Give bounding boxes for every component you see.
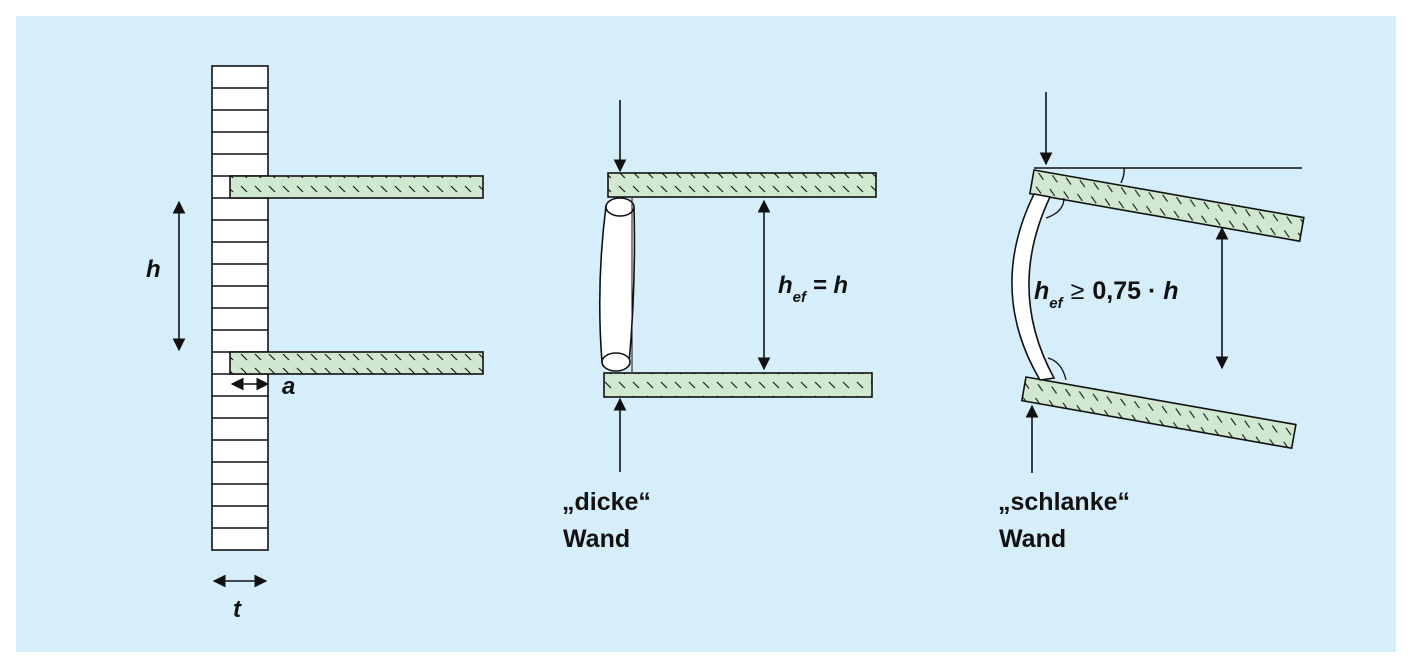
hef-sub-right: ef <box>1049 295 1064 312</box>
slab-top-middle <box>607 172 877 198</box>
slab-bottom-right <box>1020 376 1297 450</box>
thick-wall-deformed <box>598 197 636 372</box>
slender-wall-label-line2: Wand <box>999 525 1066 553</box>
rotation-angle-arc-top <box>1045 197 1065 219</box>
hef-h-right: h <box>1034 277 1049 305</box>
hef-sub: ef <box>793 289 808 306</box>
thick-wall-label-line2: Wand <box>563 525 630 553</box>
masonry-wall <box>211 65 269 551</box>
thick-wall-label-line1: „dicke“ <box>562 488 651 516</box>
slab-bottom-left <box>229 351 484 375</box>
rotation-angle-arc <box>1120 167 1125 184</box>
equals-h: = h <box>806 272 848 299</box>
slab-top-left <box>229 175 484 199</box>
hef-h: h <box>778 272 793 299</box>
slender-wall-label-line1: „schlanke“ <box>998 488 1130 516</box>
h-right: h <box>1163 277 1178 305</box>
label-h: h <box>146 256 161 283</box>
rotation-angle-arc-bottom <box>1047 357 1067 381</box>
hef-geq-label: hef≥0,75 · h <box>1034 277 1179 312</box>
hef-equals-h-label: hef = h <box>778 272 848 306</box>
label-t: t <box>233 596 242 623</box>
slab-top-right <box>1028 169 1305 243</box>
label-a: a <box>282 373 295 400</box>
geq-symbol: ≥ <box>1071 277 1085 305</box>
slender-wall-deformed <box>1011 193 1056 381</box>
slab-bottom-middle <box>603 372 873 398</box>
value-075: 0,75 · <box>1092 277 1163 305</box>
